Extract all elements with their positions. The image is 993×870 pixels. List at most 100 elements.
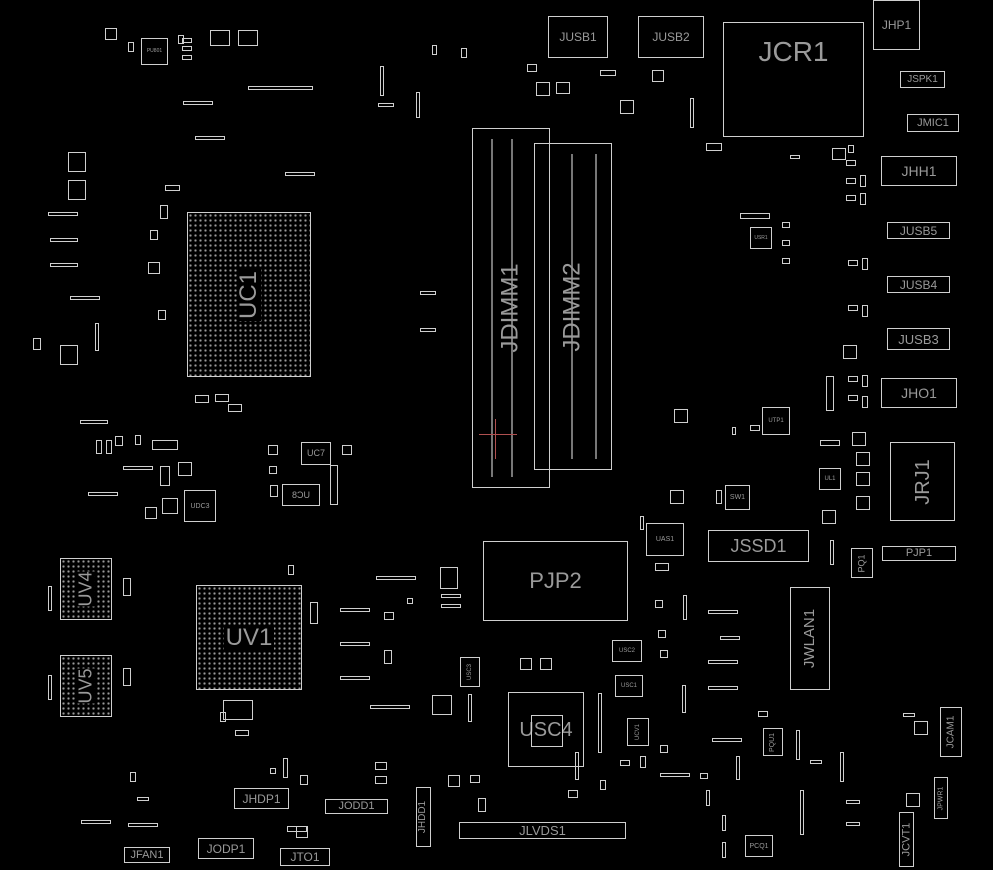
passive-component[interactable] bbox=[706, 143, 722, 151]
passive-component[interactable] bbox=[123, 668, 131, 686]
passive-component[interactable] bbox=[846, 160, 856, 166]
passive-component[interactable] bbox=[520, 658, 532, 670]
passive-component[interactable] bbox=[380, 66, 384, 96]
passive-component[interactable] bbox=[903, 713, 915, 717]
passive-component[interactable] bbox=[906, 793, 920, 807]
passive-component[interactable] bbox=[420, 328, 436, 332]
passive-component[interactable] bbox=[182, 38, 192, 43]
passive-component[interactable] bbox=[826, 376, 834, 411]
passive-component[interactable] bbox=[848, 145, 854, 153]
component-jcr1[interactable]: JCR1 bbox=[723, 22, 864, 137]
passive-component[interactable] bbox=[223, 700, 253, 720]
passive-component[interactable] bbox=[708, 686, 738, 690]
passive-component[interactable] bbox=[670, 490, 684, 504]
passive-component[interactable] bbox=[652, 70, 664, 82]
passive-component[interactable] bbox=[655, 563, 669, 571]
component-sw1[interactable]: SW1 bbox=[725, 485, 750, 510]
passive-component[interactable] bbox=[420, 291, 436, 295]
component-uv1[interactable]: UV1 bbox=[196, 585, 302, 690]
passive-component[interactable] bbox=[106, 440, 112, 454]
passive-component[interactable] bbox=[848, 260, 858, 266]
passive-component[interactable] bbox=[195, 395, 209, 403]
component-jrj1[interactable]: JRJ1 bbox=[890, 442, 955, 521]
passive-component[interactable] bbox=[556, 82, 570, 94]
passive-component[interactable] bbox=[682, 685, 686, 713]
passive-component[interactable] bbox=[407, 598, 413, 604]
passive-component[interactable] bbox=[862, 305, 868, 317]
component-jdimm2[interactable]: JDIMM2 bbox=[534, 143, 612, 470]
passive-component[interactable] bbox=[130, 772, 136, 782]
passive-component[interactable] bbox=[150, 230, 158, 240]
passive-component[interactable] bbox=[432, 695, 452, 715]
passive-component[interactable] bbox=[690, 98, 694, 128]
passive-component[interactable] bbox=[375, 776, 387, 784]
passive-component[interactable] bbox=[708, 610, 738, 614]
passive-component[interactable] bbox=[70, 296, 100, 300]
passive-component[interactable] bbox=[432, 45, 437, 55]
passive-component[interactable] bbox=[840, 752, 844, 782]
passive-component[interactable] bbox=[810, 760, 822, 764]
component-uas1[interactable]: UAS1 bbox=[646, 523, 684, 556]
component-uc1[interactable]: UC1 bbox=[187, 212, 311, 377]
passive-component[interactable] bbox=[238, 30, 258, 46]
passive-component[interactable] bbox=[215, 394, 229, 402]
passive-component[interactable] bbox=[310, 602, 318, 624]
passive-component[interactable] bbox=[856, 496, 870, 510]
component-jmic1[interactable]: JMIC1 bbox=[907, 114, 959, 132]
component-jusb2[interactable]: JUSB2 bbox=[638, 16, 704, 58]
passive-component[interactable] bbox=[720, 636, 740, 640]
passive-component[interactable] bbox=[620, 100, 634, 114]
passive-component[interactable] bbox=[81, 820, 111, 824]
passive-component[interactable] bbox=[158, 310, 166, 320]
passive-component[interactable] bbox=[441, 604, 461, 608]
component-jto1[interactable]: JTO1 bbox=[280, 848, 330, 866]
passive-component[interactable] bbox=[441, 594, 461, 598]
passive-component[interactable] bbox=[846, 800, 860, 804]
component-jcam1[interactable]: JCAM1 bbox=[940, 707, 962, 757]
passive-component[interactable] bbox=[123, 466, 153, 470]
component-jusb4[interactable]: JUSB4 bbox=[887, 276, 950, 293]
component-pq1[interactable]: PQ1 bbox=[851, 548, 873, 578]
passive-component[interactable] bbox=[370, 705, 410, 709]
passive-component[interactable] bbox=[846, 178, 856, 184]
passive-component[interactable] bbox=[268, 445, 278, 455]
component-jhh1[interactable]: JHH1 bbox=[881, 156, 957, 186]
component-jhp1[interactable]: JHP1 bbox=[873, 0, 920, 50]
passive-component[interactable] bbox=[340, 608, 370, 612]
passive-component[interactable] bbox=[152, 440, 178, 450]
passive-component[interactable] bbox=[50, 238, 78, 242]
passive-component[interactable] bbox=[178, 35, 184, 44]
passive-component[interactable] bbox=[800, 790, 804, 835]
passive-component[interactable] bbox=[822, 510, 836, 524]
passive-component[interactable] bbox=[660, 773, 690, 777]
passive-component[interactable] bbox=[340, 676, 370, 680]
component-utp1[interactable]: UTP1 bbox=[762, 407, 790, 435]
passive-component[interactable] bbox=[790, 155, 800, 159]
passive-component[interactable] bbox=[862, 258, 868, 270]
passive-component[interactable] bbox=[182, 46, 192, 51]
component-jfan1[interactable]: JFAN1 bbox=[124, 847, 170, 863]
passive-component[interactable] bbox=[716, 490, 722, 504]
passive-component[interactable] bbox=[105, 28, 117, 40]
passive-component[interactable] bbox=[620, 760, 630, 766]
passive-component[interactable] bbox=[846, 822, 860, 826]
passive-component[interactable] bbox=[148, 262, 160, 274]
passive-component[interactable] bbox=[80, 420, 108, 424]
component-jusb5[interactable]: JUSB5 bbox=[887, 222, 950, 239]
passive-component[interactable] bbox=[536, 82, 550, 96]
passive-component[interactable] bbox=[600, 70, 616, 76]
component-pqu1[interactable]: PQU1 bbox=[763, 728, 783, 756]
passive-component[interactable] bbox=[820, 440, 840, 446]
passive-component[interactable] bbox=[758, 711, 768, 717]
passive-component[interactable] bbox=[470, 775, 480, 783]
passive-component[interactable] bbox=[848, 395, 858, 401]
passive-component[interactable] bbox=[440, 567, 458, 589]
component-jwlan1[interactable]: JWLAN1 bbox=[790, 587, 830, 690]
passive-component[interactable] bbox=[448, 775, 460, 787]
passive-component[interactable] bbox=[832, 148, 846, 160]
component-jodd1[interactable]: JODD1 bbox=[325, 799, 388, 814]
passive-component[interactable] bbox=[340, 642, 370, 646]
component-pjp2[interactable]: PJP2 bbox=[483, 541, 628, 621]
passive-component[interactable] bbox=[640, 516, 644, 530]
passive-component[interactable] bbox=[160, 205, 168, 219]
